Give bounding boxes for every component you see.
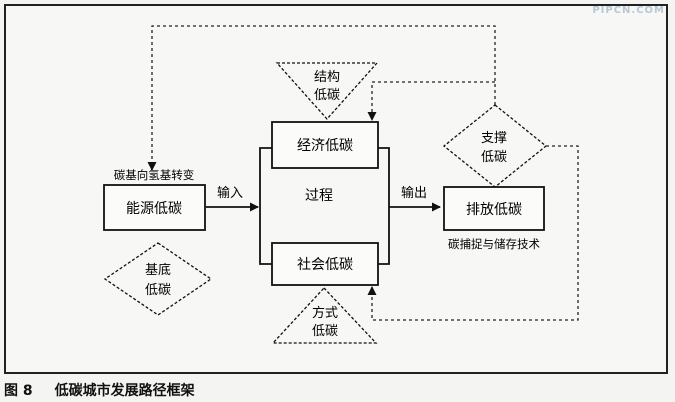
energy-label-top: 碳基向氢基转变	[114, 168, 195, 182]
support-to-society	[367, 145, 579, 321]
energy-box-label: 能源低碳	[126, 201, 182, 217]
feedback-loop-top	[147, 25, 496, 171]
society-box	[271, 242, 379, 286]
output-label: 输出	[401, 185, 427, 201]
emission-box-label: 排放低碳	[466, 202, 522, 218]
support-line2: 低碳	[481, 150, 507, 165]
base-line2: 低碳	[145, 283, 171, 298]
mode-line1: 方式	[312, 305, 338, 321]
watermark: PIPCN.COM	[592, 5, 665, 16]
energy-box	[103, 184, 206, 231]
left-bracket	[259, 147, 272, 265]
structure-line1: 结构	[314, 70, 340, 85]
structure-line2: 低碳	[314, 88, 340, 103]
support-diamond	[442, 104, 548, 188]
mode-triangle	[271, 287, 378, 344]
figure-number: 图 8	[4, 383, 33, 399]
base-line1: 基底	[145, 262, 171, 278]
support-line1: 支撑	[481, 131, 507, 146]
society-box-label: 社会低碳	[297, 257, 353, 273]
process-label: 过程	[305, 188, 333, 204]
input-label: 输入	[217, 185, 243, 201]
support-to-economy	[367, 81, 495, 121]
economy-box	[271, 121, 379, 169]
emission-box	[443, 186, 545, 231]
right-bracket	[378, 147, 390, 265]
base-diamond	[103, 242, 213, 316]
figure-caption: 图 8 低碳城市发展路径框架	[4, 380, 195, 400]
figure-title: 低碳城市发展路径框架	[54, 383, 195, 399]
structure-triangle	[275, 62, 379, 120]
mode-line2: 低碳	[312, 324, 338, 339]
emission-label-bottom: 碳捕捉与储存技术	[448, 237, 540, 251]
economy-box-label: 经济低碳	[297, 138, 353, 154]
